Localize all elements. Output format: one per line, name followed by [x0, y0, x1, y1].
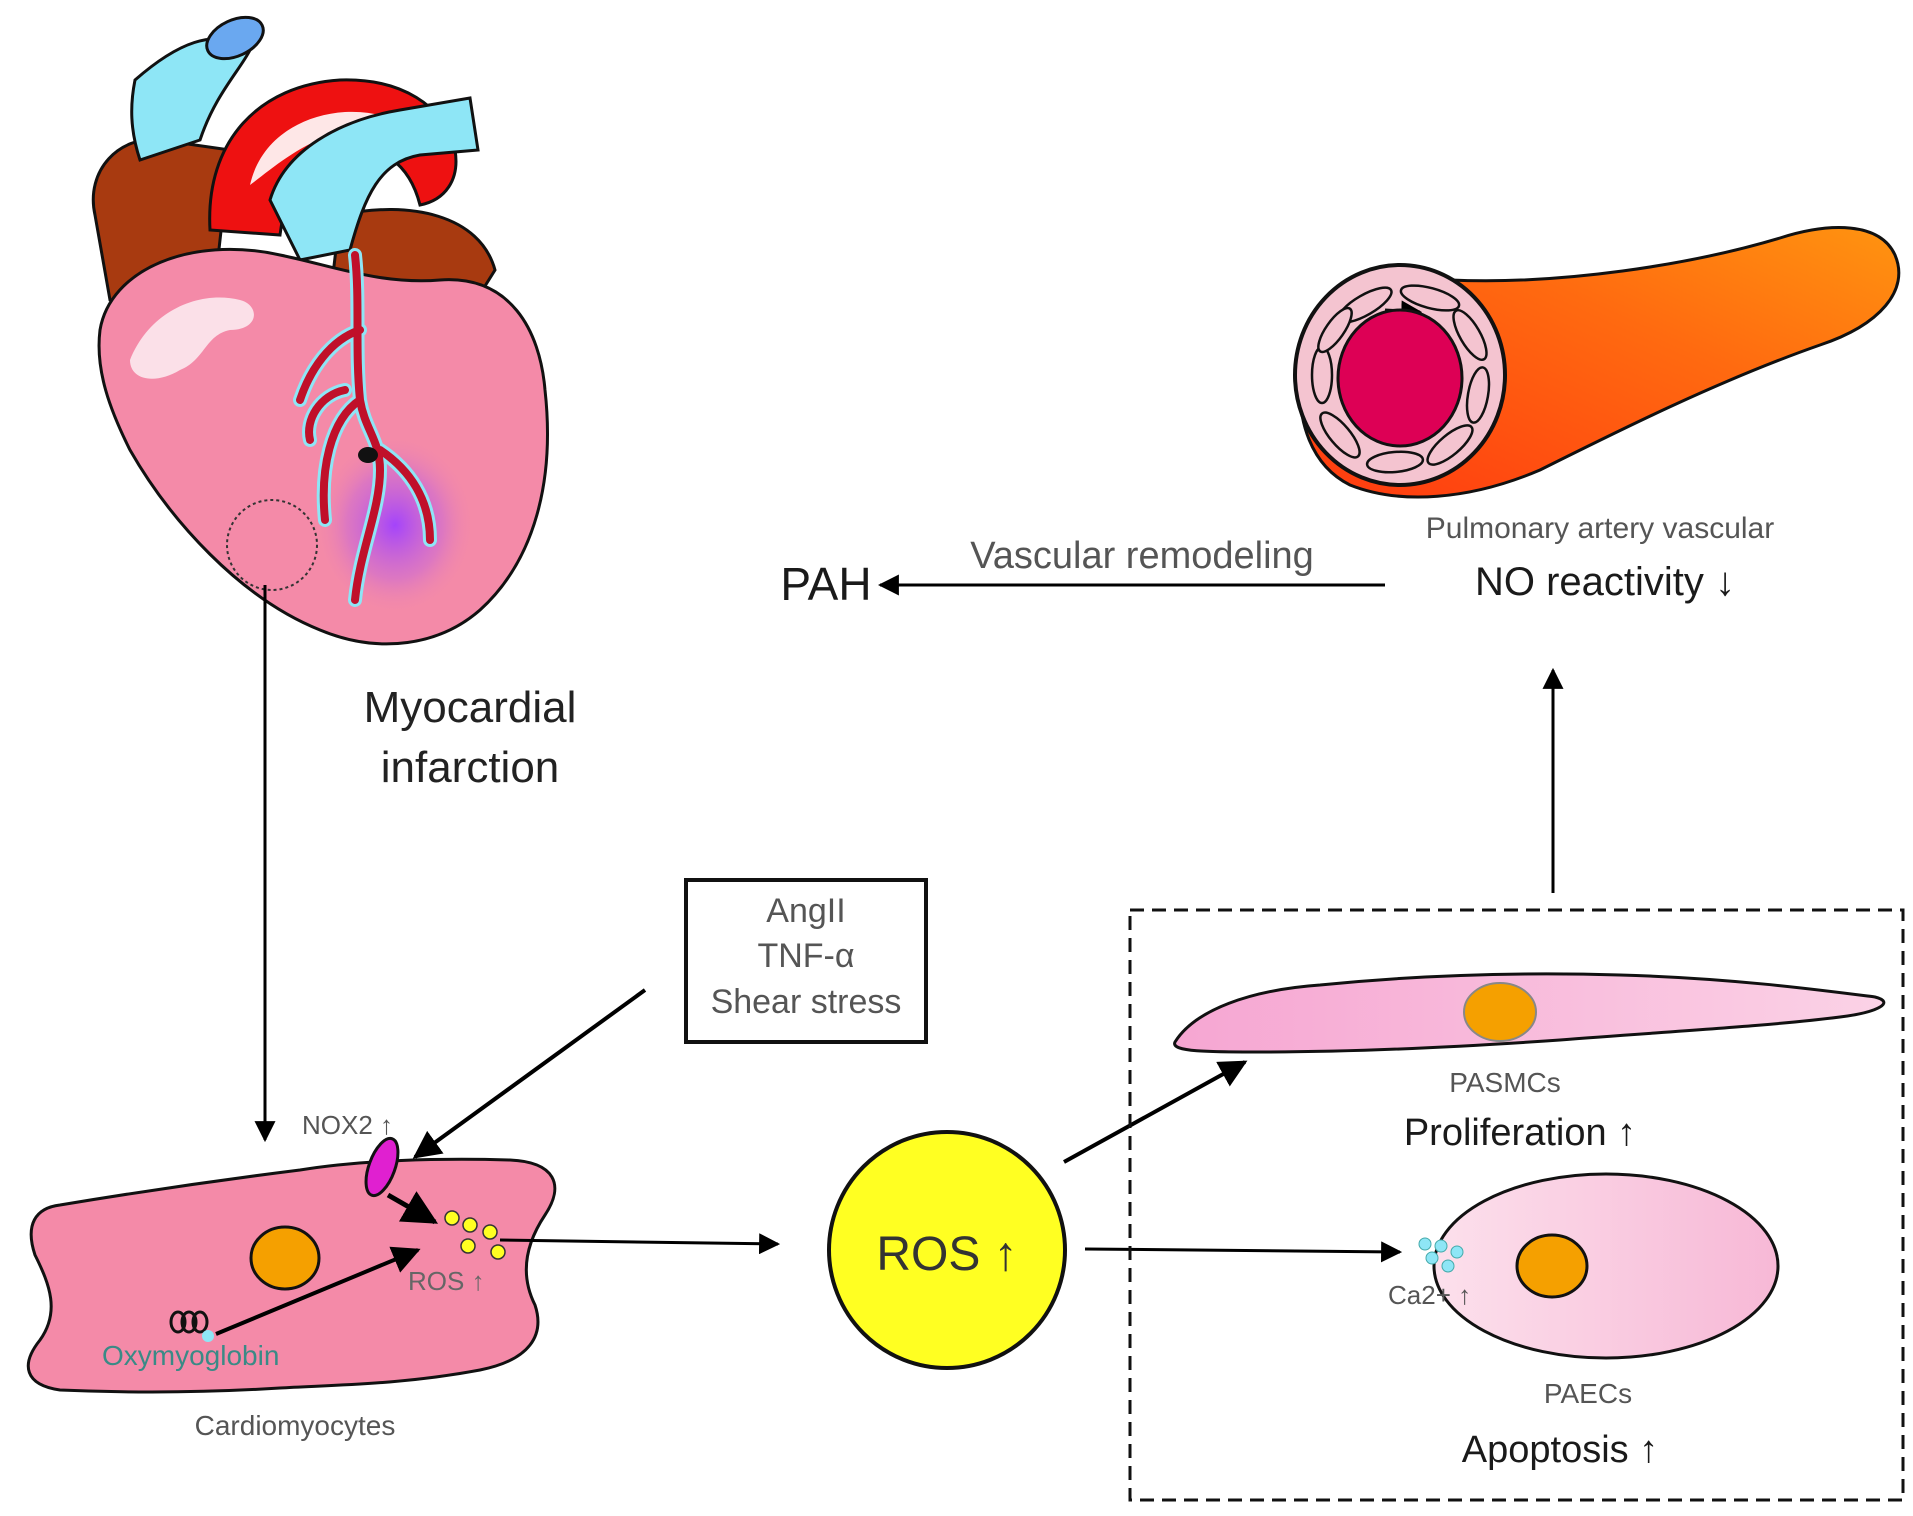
- ros-to-pasmc-arrow: [1063, 1060, 1248, 1164]
- cell-to-ros-arrow: [499, 1233, 781, 1255]
- cardiomyocyte-nucleus: [249, 1225, 321, 1291]
- aortic-arch-highlight: [250, 111, 420, 185]
- smooth-muscle-layer: [1310, 284, 1491, 474]
- stimuli-box-border: [684, 878, 928, 1044]
- ros-circle: [827, 1130, 1067, 1370]
- no-reactivity-label: NO reactivity ↓: [1475, 560, 1735, 604]
- stimulus-tnf-alpha: TNF-α: [757, 937, 854, 975]
- paec-label: PAECs: [1544, 1378, 1632, 1409]
- stimuli-box: AngII TNF-α Shear stress: [684, 878, 928, 1044]
- cardiomyocyte-cell: [26, 1136, 557, 1394]
- calcium-label: Ca2+ ↑: [1388, 1280, 1471, 1310]
- target-cells-box: [1128, 908, 1905, 1502]
- infarct-zone-circle: [226, 499, 318, 591]
- ros-particles: [444, 1210, 506, 1260]
- ros-circle-label: ROS ↑: [876, 1228, 1017, 1281]
- oxymyoglobin-label: Oxymyoglobin: [102, 1340, 279, 1371]
- paec-effect-label: Apoptosis ↑: [1462, 1429, 1658, 1471]
- artery-lumen: [1336, 308, 1464, 448]
- pulmonary-artery-illustration: [1293, 226, 1901, 499]
- stimulus-angii: AngII: [766, 892, 845, 930]
- vena-cava-shape: [130, 37, 252, 162]
- oxymyoglobin-to-ros-arrow: [215, 1246, 421, 1336]
- ros-to-paec-arrow: [1084, 1241, 1403, 1263]
- stimulus-shear-stress: Shear stress: [711, 983, 902, 1021]
- heart-highlight: [130, 297, 254, 379]
- paec-nucleus: [1515, 1233, 1589, 1299]
- coronary-artery-vessel: [296, 251, 434, 604]
- artery-caption: Pulmonary artery vascular: [1426, 512, 1774, 545]
- heart-illustration: [91, 15, 549, 646]
- stimuli-to-nox2-arrow: [412, 988, 647, 1159]
- calcium-particles: [1418, 1237, 1464, 1273]
- heart-label-line1: Myocardial: [364, 683, 577, 732]
- pasmc-nucleus: [1463, 982, 1537, 1042]
- pasmc-effect-label: Proliferation ↑: [1404, 1112, 1636, 1154]
- cell-ros-label: ROS ↑: [408, 1266, 485, 1296]
- vena-cava-opening: [205, 15, 265, 61]
- pah-label: PAH: [780, 558, 871, 610]
- remodeling-label: Vascular remodeling: [970, 535, 1314, 577]
- pulmonary-trunk-shape: [268, 96, 480, 262]
- nox2-to-ros-arrow: [386, 1191, 439, 1225]
- pasmc-label: PASMCs: [1449, 1067, 1561, 1098]
- cardiomyocytes-label: Cardiomyocytes: [195, 1410, 396, 1441]
- nox2-label: NOX2 ↑: [302, 1110, 393, 1140]
- heart-label-line2: infarction: [381, 743, 560, 792]
- nox2-icon: [364, 1136, 400, 1198]
- paec-cell: [1432, 1172, 1780, 1360]
- oxymyoglobin-icon: [169, 1310, 214, 1342]
- occlusion-mark: [358, 447, 378, 463]
